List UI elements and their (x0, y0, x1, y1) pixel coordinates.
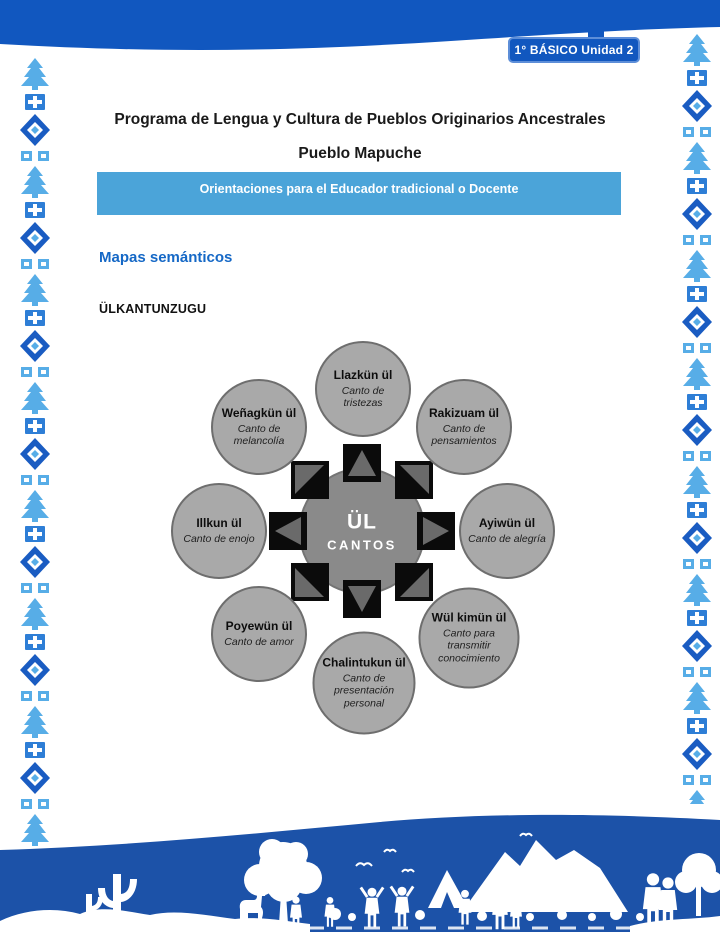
orientation-banner-label: Orientaciones para el Educador tradicion… (199, 182, 519, 196)
left-border-pattern (20, 58, 50, 856)
node-illkun-ul: Illkun ül Canto de enojo (171, 483, 267, 579)
node-desc: Canto de alegría (468, 532, 546, 545)
map-title: ÜLKANTUNZUGU (99, 302, 207, 316)
badge-connector (588, 26, 604, 40)
arrow-down-icon (343, 580, 381, 618)
node-wenagkun-ul: Weñagkün ül Canto de melancolía (211, 379, 307, 475)
node-name: Llazkün ül (333, 367, 393, 382)
arrow-down-right-icon (395, 563, 433, 601)
unit-badge-label: 1° BÁSICO Unidad 2 (514, 43, 634, 57)
node-name: Weñagkün ül (221, 405, 297, 420)
arrow-up-left-icon (291, 461, 329, 499)
node-name: Poyewün ül (225, 618, 293, 633)
node-desc: Canto para transmitir conocimiento (438, 627, 500, 665)
header-wave-band (0, 0, 720, 50)
node-desc: Canto de pensamientos (431, 422, 497, 447)
node-llazkun-ul: Llazkün ül Canto de tristezas (315, 341, 411, 437)
node-desc: Canto de enojo (183, 532, 255, 545)
node-name: Wül kimün ül (431, 610, 507, 625)
node-desc: Canto de amor (224, 635, 294, 648)
node-name: Illkun ül (196, 515, 242, 530)
node-rakizuam-ul: Rakizuam ül Canto de pensamientos (416, 379, 512, 475)
node-desc: Canto de tristezas (341, 384, 385, 409)
node-chalintukun-ul: Chalintukun ül Canto de presentación per… (312, 631, 416, 735)
node-name: Ayiwün ül (478, 515, 536, 530)
node-ayiwun-ul: Ayiwün ül Canto de alegría (459, 483, 555, 579)
node-wul-kimun-ul: Wül kimün ül Canto para transmitir conoc… (418, 587, 520, 689)
arrow-down-left-icon (291, 563, 329, 601)
center-node-subtitle: CANTOS (327, 537, 397, 552)
program-subtitle: Pueblo Mapuche (298, 145, 422, 162)
node-desc: Canto de presentación personal (333, 672, 395, 710)
orientation-banner: Orientaciones para el Educador tradicion… (97, 172, 621, 215)
arrow-up-icon (343, 444, 381, 482)
section-heading: Mapas semánticos (99, 249, 233, 266)
program-title: Programa de Lengua y Cultura de Pueblos … (114, 111, 606, 128)
unit-badge: 1° BÁSICO Unidad 2 (508, 37, 640, 63)
node-poyewun-ul: Poyewün ül Canto de amor (211, 586, 307, 682)
arrow-right-icon (417, 512, 455, 550)
footer-landscape-illustration (0, 814, 720, 932)
arrow-up-right-icon (395, 461, 433, 499)
arrow-left-icon (269, 512, 307, 550)
node-desc: Canto de melancolía (233, 422, 285, 447)
node-name: Rakizuam ül (428, 405, 500, 420)
node-name: Chalintukun ül (322, 655, 406, 670)
center-node-title: ÜL (347, 510, 377, 533)
